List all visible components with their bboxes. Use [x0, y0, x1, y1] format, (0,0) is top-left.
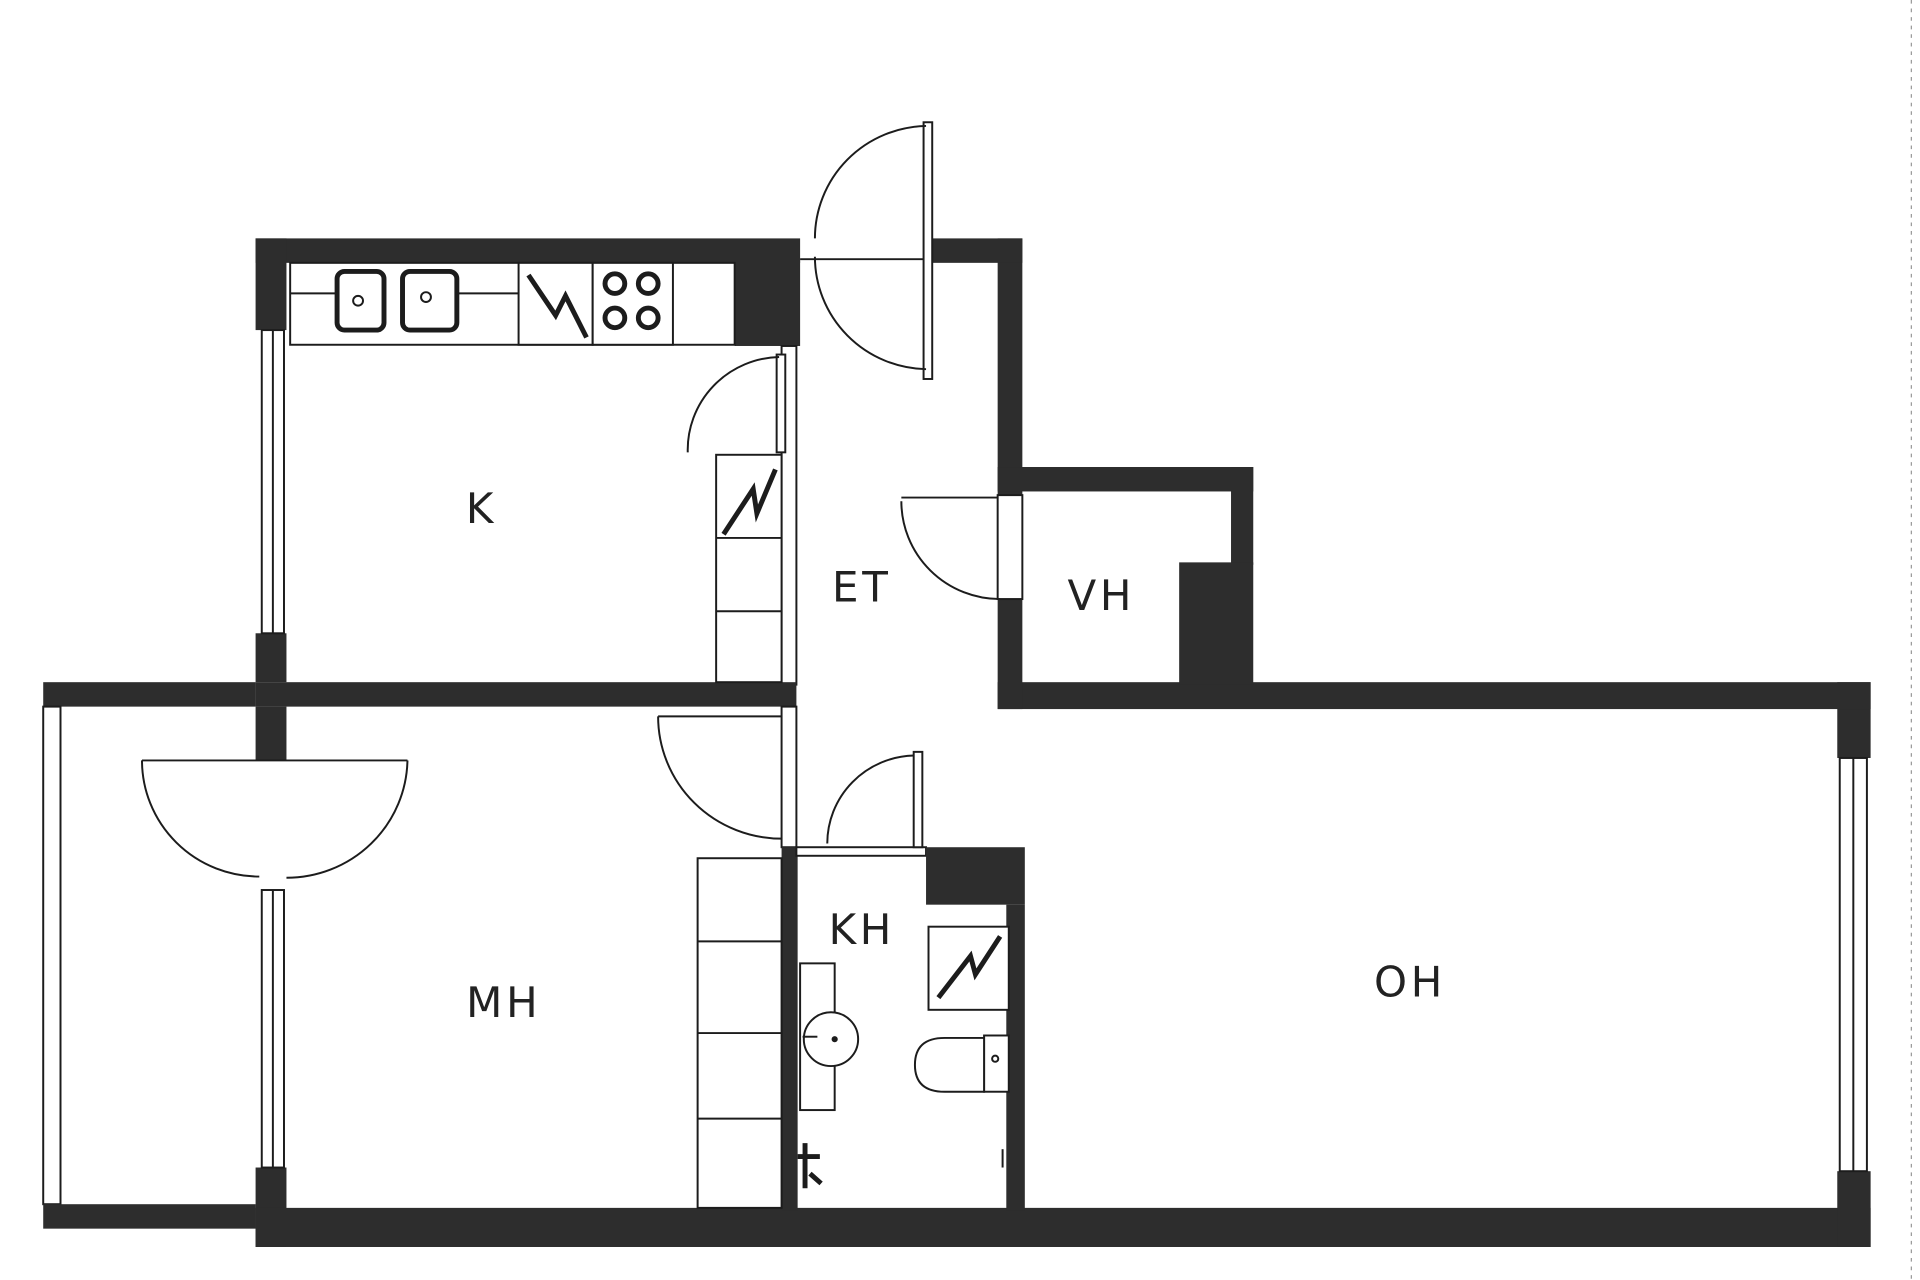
wall-bottom-exterior — [255, 1207, 1871, 1247]
sink-drain-icon — [352, 294, 364, 307]
shower-icon — [797, 1143, 823, 1189]
stove-burner-icon — [602, 271, 628, 296]
room-label-walk-in-closet: VH — [1068, 571, 1136, 620]
door-entrance-swing-inner — [813, 256, 927, 371]
wall-kitchen-bedroom — [255, 682, 797, 707]
toilet-bowl-icon — [913, 1036, 986, 1093]
wall-closet-top — [997, 467, 1254, 492]
wall-hall-right-lower — [997, 599, 1023, 710]
electric-symbol-icon — [936, 935, 1003, 1000]
wall-bathroom-shaft — [926, 847, 1025, 905]
wall-balcony-left — [42, 705, 62, 1206]
washbasin-drain-icon — [831, 1036, 838, 1043]
wall-living-right-lower — [1837, 1171, 1871, 1247]
stove-burner-icon — [635, 305, 661, 331]
room-label-kitchen: K — [466, 484, 497, 533]
wall-kitchen-column — [734, 260, 801, 346]
room-label-bedroom: MH — [466, 978, 541, 1027]
door-kitchen-leaf — [775, 353, 787, 454]
wall-living-top — [997, 682, 1871, 710]
wall-balcony-bottom — [43, 1204, 256, 1229]
wall-kitchen-top — [255, 238, 801, 263]
door-closet-swing — [900, 501, 1001, 601]
sink-drain-icon — [420, 291, 432, 303]
stove-burner-icon — [635, 271, 661, 296]
bathroom-fixtures — [797, 925, 1010, 1189]
door-entrance-leaf — [922, 121, 934, 380]
door-bedroom-swing — [657, 716, 782, 840]
wall-bedroom-hall — [780, 705, 798, 849]
wall-closet-right — [1231, 467, 1254, 565]
door-kitchen-swing — [686, 356, 780, 453]
room-label-bathroom: KH — [829, 905, 895, 954]
door-bathroom-swing — [826, 754, 914, 844]
door-jamb-closet — [996, 494, 1024, 601]
wall-hall-right-upper — [997, 238, 1023, 496]
bedroom-fixtures — [696, 857, 783, 1209]
wall-bathroom-top — [795, 846, 928, 857]
wall-hall-top-right — [932, 238, 1023, 263]
wall-closet-shaft — [1179, 562, 1254, 685]
electric-symbol-icon — [526, 273, 589, 339]
doors — [141, 121, 1001, 879]
room-label-hall: ET — [832, 563, 892, 612]
room-label-living-room: OH — [1374, 958, 1446, 1007]
wall-bedroom-left-upper — [255, 706, 287, 761]
stove — [591, 261, 674, 346]
room-labels: K ET VH MH KH OH — [466, 484, 1446, 1027]
walls — [42, 238, 1871, 1247]
stove-burner-icon — [602, 305, 628, 331]
kitchen-tall-cabinets — [715, 453, 783, 684]
electric-symbol-icon — [721, 468, 778, 536]
door-balcony-swing-right — [286, 760, 409, 879]
toilet-tank — [983, 1034, 1010, 1093]
toilet-flush-icon — [991, 1054, 1000, 1063]
door-balcony-swing-left — [141, 760, 260, 878]
wall-bedroom-bathroom — [781, 847, 798, 1211]
wall-kitchen-left-lower — [255, 633, 287, 683]
wall-bathroom-right — [1006, 904, 1025, 1211]
door-bathroom-leaf — [912, 750, 924, 849]
kitchen-sink-basin-2 — [400, 268, 460, 333]
kitchen-fixtures — [289, 261, 783, 684]
wall-kitchen-left-upper — [255, 238, 287, 331]
door-entrance-swing-outer — [813, 124, 927, 239]
kitchen-sink-basin-1 — [334, 268, 387, 333]
wall-balcony-top — [43, 682, 256, 707]
windows — [260, 329, 1868, 1173]
washbasin-icon — [802, 1011, 860, 1068]
